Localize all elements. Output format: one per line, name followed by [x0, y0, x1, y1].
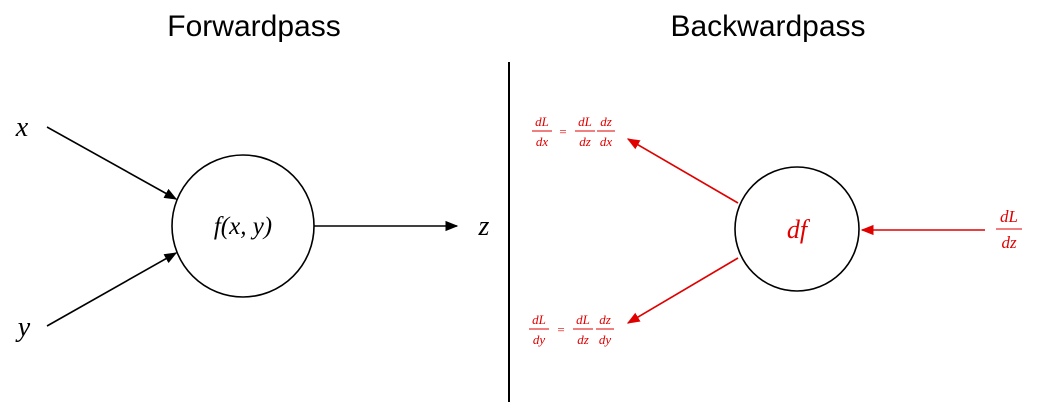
- upstream-gradient-denominator: dz: [1001, 233, 1017, 252]
- forward-output-z-label: z: [478, 211, 490, 242]
- grad-x-rhs2-numerator: dz: [600, 114, 612, 129]
- grad-y-rhs1-numerator: dL: [576, 312, 590, 327]
- grad-y-lhs-denominator: dy: [533, 332, 546, 347]
- forward-input-x-label: x: [15, 112, 29, 143]
- arrow-y-to-f: [46, 252, 178, 327]
- grad-x-equation: dL dx = dL dz dz dx: [532, 114, 615, 149]
- grad-y-rhs1-denominator: dz: [577, 332, 589, 347]
- grad-y-lhs-numerator: dL: [532, 312, 546, 327]
- upstream-gradient-numerator: dL: [1000, 207, 1018, 226]
- grad-y-equation: dL dy = dL dz dz dy: [529, 312, 614, 347]
- grad-y-equals-sign: =: [557, 322, 564, 337]
- backward-derivative-node: [734, 166, 860, 292]
- grad-x-lhs-denominator: dx: [536, 134, 549, 149]
- grad-x-rhs2-denominator: dx: [600, 134, 613, 149]
- arrow-x-to-f: [46, 126, 178, 200]
- forward-input-y-label: y: [15, 312, 31, 343]
- arrow-df-to-grad-x: [626, 138, 739, 204]
- arrow-df-to-grad-y: [626, 257, 739, 324]
- upstream-gradient-fraction: dL dz: [996, 207, 1022, 252]
- grad-x-equals-sign: =: [559, 124, 566, 139]
- forward-function-node-label: f(x, y): [214, 213, 272, 240]
- grad-x-lhs-numerator: dL: [535, 114, 549, 129]
- grad-y-rhs2-numerator: dz: [599, 312, 611, 327]
- grad-y-rhs2-denominator: dy: [599, 332, 612, 347]
- backward-pass-title: Backwardpass: [670, 10, 865, 43]
- forward-pass-title: Forwardpass: [167, 10, 340, 43]
- grad-x-rhs1-denominator: dz: [579, 134, 591, 149]
- backward-derivative-node-label: df: [787, 215, 811, 244]
- grad-x-rhs1-numerator: dL: [578, 114, 592, 129]
